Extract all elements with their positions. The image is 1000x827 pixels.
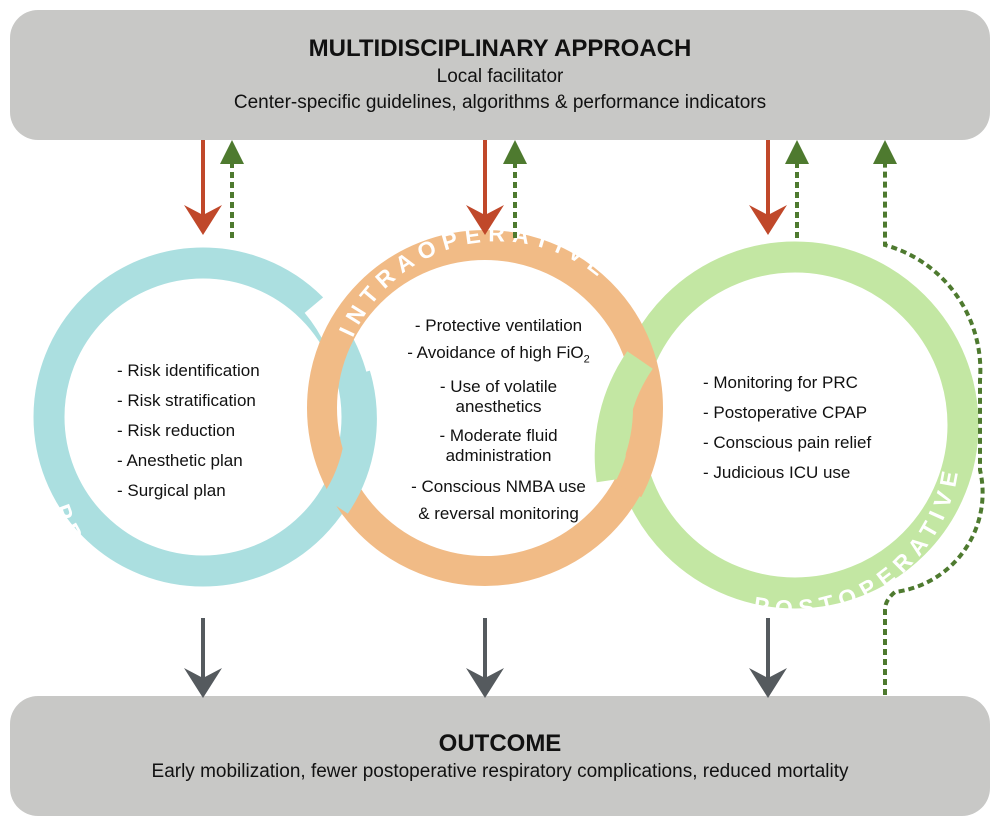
outcome-arrow-post-head	[749, 668, 787, 698]
red-down-arrows	[184, 140, 787, 235]
post-item: - Judicious ICU use	[703, 463, 851, 482]
arrow-down-post-head	[749, 205, 787, 235]
preoperative-ring-overlap	[321, 370, 377, 514]
post-item: - Conscious pain relief	[703, 433, 872, 452]
intra-item-cont: administration	[445, 446, 552, 466]
intra-item-fio2-subscript: 2	[583, 353, 590, 366]
top-panel-line-1: Local facilitator	[436, 66, 564, 87]
pre-item: - Risk identification	[117, 361, 260, 380]
intraoperative-list: - Protective ventilation - Avoidance of …	[386, 312, 611, 527]
intra-item: - Avoidance of high FiO2	[386, 339, 611, 373]
feedback-intra-head	[503, 140, 527, 164]
intraoperative-ring-overlap	[614, 437, 660, 498]
outcome-panel: OUTCOME Early mobilization, fewer postop…	[10, 696, 990, 816]
pre-item: - Risk stratification	[117, 391, 256, 410]
multidisciplinary-approach-panel: MULTIDISCIPLINARY APPROACH Local facilit…	[10, 10, 990, 140]
feedback-outcome-head	[873, 140, 897, 164]
intra-item-cont: & reversal monitoring	[418, 504, 579, 524]
feedback-outcome	[883, 162, 985, 695]
pre-item: - Risk reduction	[117, 421, 236, 440]
outcome-arrows	[184, 618, 787, 698]
pre-item: - Surgical plan	[117, 481, 226, 500]
feedback-post-head	[785, 140, 809, 164]
post-item: - Monitoring for PRC	[703, 373, 858, 392]
arrow-down-pre-head	[184, 205, 222, 235]
pre-item: - Anesthetic plan	[117, 451, 243, 470]
outcome-arrow-intra-head	[466, 668, 504, 698]
intra-item: - Conscious NMBA use	[411, 477, 586, 497]
green-feedback-heads	[220, 140, 897, 164]
intra-item-cont: anesthetics	[455, 397, 542, 417]
intraoperative-ring	[307, 230, 663, 586]
top-panel-line-2: Center-specific guidelines, algorithms &…	[233, 92, 767, 113]
intra-item: - Moderate fluid	[439, 426, 558, 446]
green-feedback-arrows	[230, 162, 985, 695]
preoperative-list: - Risk identification - Risk stratificat…	[117, 356, 260, 506]
postoperative-ring-overlap	[594, 351, 653, 483]
intra-item-fio2: - Avoidance of high FiO	[407, 343, 584, 362]
bottom-panel-line-1: Early mobilization, fewer postoperative …	[151, 761, 849, 782]
arrow-down-intra-head	[466, 205, 504, 235]
bottom-panel-title: OUTCOME	[438, 730, 562, 757]
intra-item: - Use of volatile	[439, 377, 558, 397]
top-panel-title: MULTIDISCIPLINARY APPROACH	[308, 35, 692, 62]
intra-item: - Protective ventilation	[414, 316, 583, 335]
postoperative-list: - Monitoring for PRC - Postoperative CPA…	[703, 368, 871, 488]
feedback-pre-head	[220, 140, 244, 164]
outcome-arrow-pre-head	[184, 668, 222, 698]
post-item: - Postoperative CPAP	[703, 403, 868, 422]
